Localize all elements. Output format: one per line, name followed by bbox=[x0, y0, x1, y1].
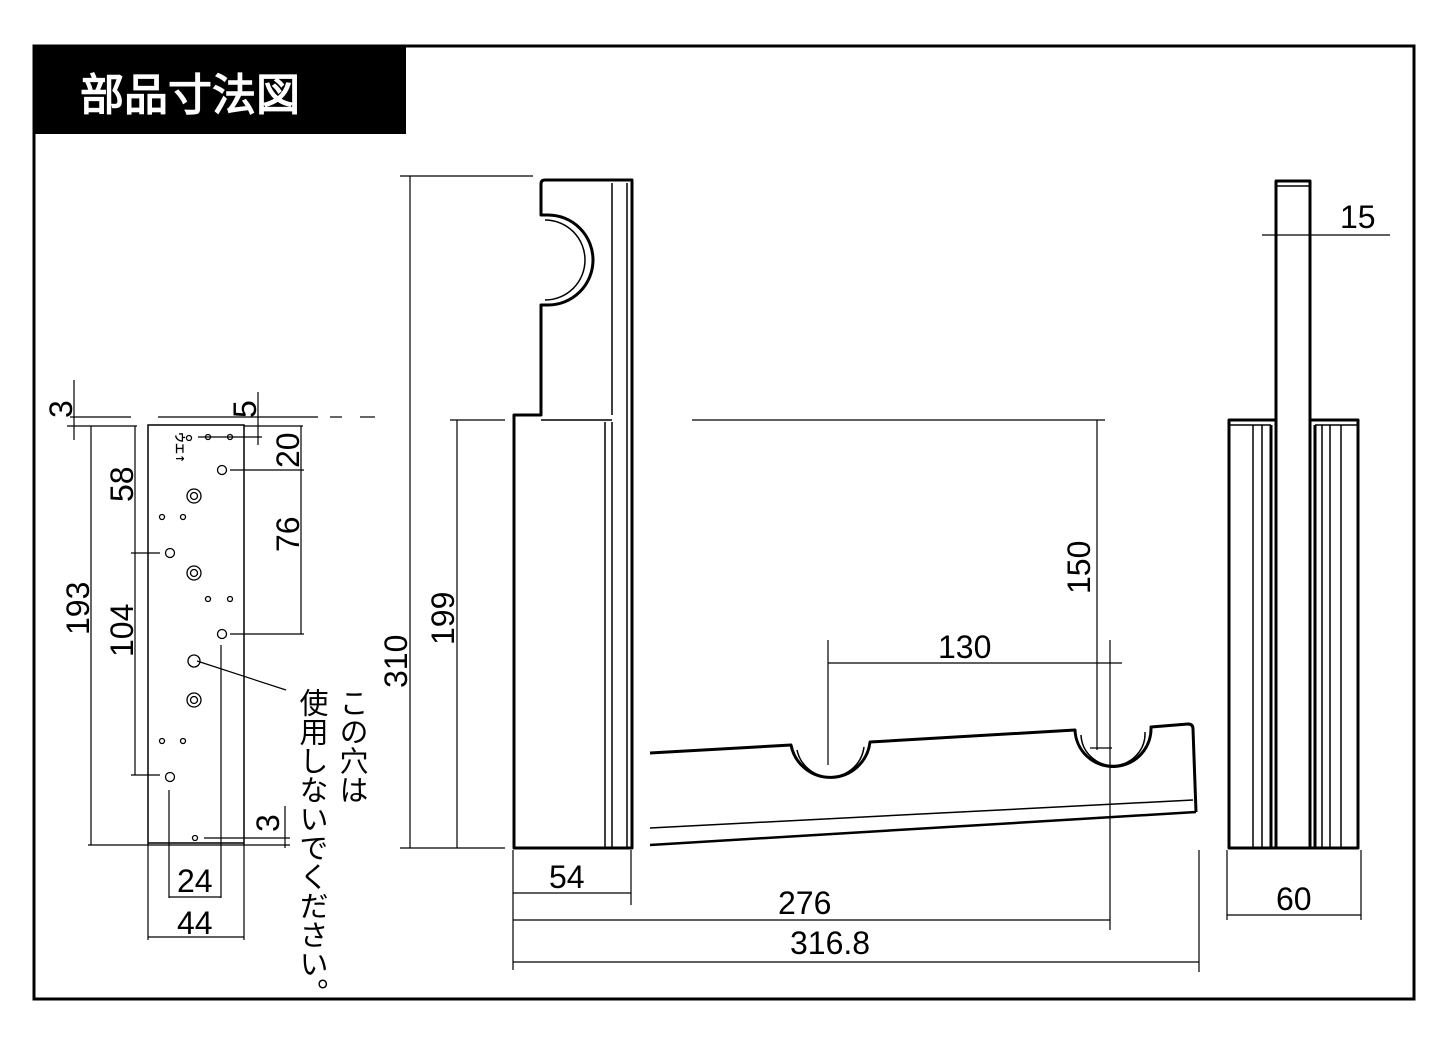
dim-rack-276: 276 bbox=[778, 885, 831, 921]
drawing-frame bbox=[32, 44, 1416, 1001]
dim-plate-58: 58 bbox=[104, 466, 140, 502]
front-view-dimensions bbox=[1226, 234, 1390, 920]
hole-warning-note: この穴は 使用しないでください。 bbox=[290, 688, 372, 1008]
dim-plate-top-right: 5 bbox=[227, 400, 263, 418]
dim-side-54: 54 bbox=[549, 859, 585, 895]
dim-rack-150: 150 bbox=[1061, 541, 1097, 594]
dim-plate-44: 44 bbox=[177, 905, 213, 941]
front-view-bracket bbox=[1227, 179, 1360, 850]
orientation-label: ウエ↑ bbox=[173, 432, 186, 463]
dim-plate-20: 20 bbox=[270, 432, 306, 468]
dim-plate-76: 76 bbox=[270, 516, 306, 552]
note-leader-line bbox=[196, 660, 287, 691]
dim-rack-316-8: 316.8 bbox=[790, 925, 870, 961]
dim-front-60: 60 bbox=[1276, 881, 1312, 917]
dim-plate-24: 24 bbox=[177, 863, 213, 899]
dim-plate-bottom-offset: 3 bbox=[250, 814, 286, 832]
side-view-bracket bbox=[512, 178, 634, 850]
dim-plate-193: 193 bbox=[60, 582, 96, 635]
title-banner bbox=[34, 46, 406, 134]
dim-side-310: 310 bbox=[378, 635, 414, 688]
rack-view-arm bbox=[649, 722, 1198, 847]
note-line-2: 使用しないでください。 bbox=[295, 688, 329, 1007]
rack-view-dimensions bbox=[513, 419, 1200, 972]
dim-rack-130: 130 bbox=[938, 629, 991, 665]
dim-plate-104: 104 bbox=[104, 604, 140, 657]
dim-side-199: 199 bbox=[425, 592, 461, 645]
note-line-1: この穴は bbox=[335, 688, 369, 804]
dim-front-15: 15 bbox=[1340, 199, 1376, 235]
side-view-dimensions bbox=[400, 175, 632, 970]
page-title: 部品寸法図 bbox=[80, 70, 300, 121]
plate-dimensions bbox=[67, 380, 375, 940]
dim-plate-top-offset: 3 bbox=[43, 400, 79, 418]
